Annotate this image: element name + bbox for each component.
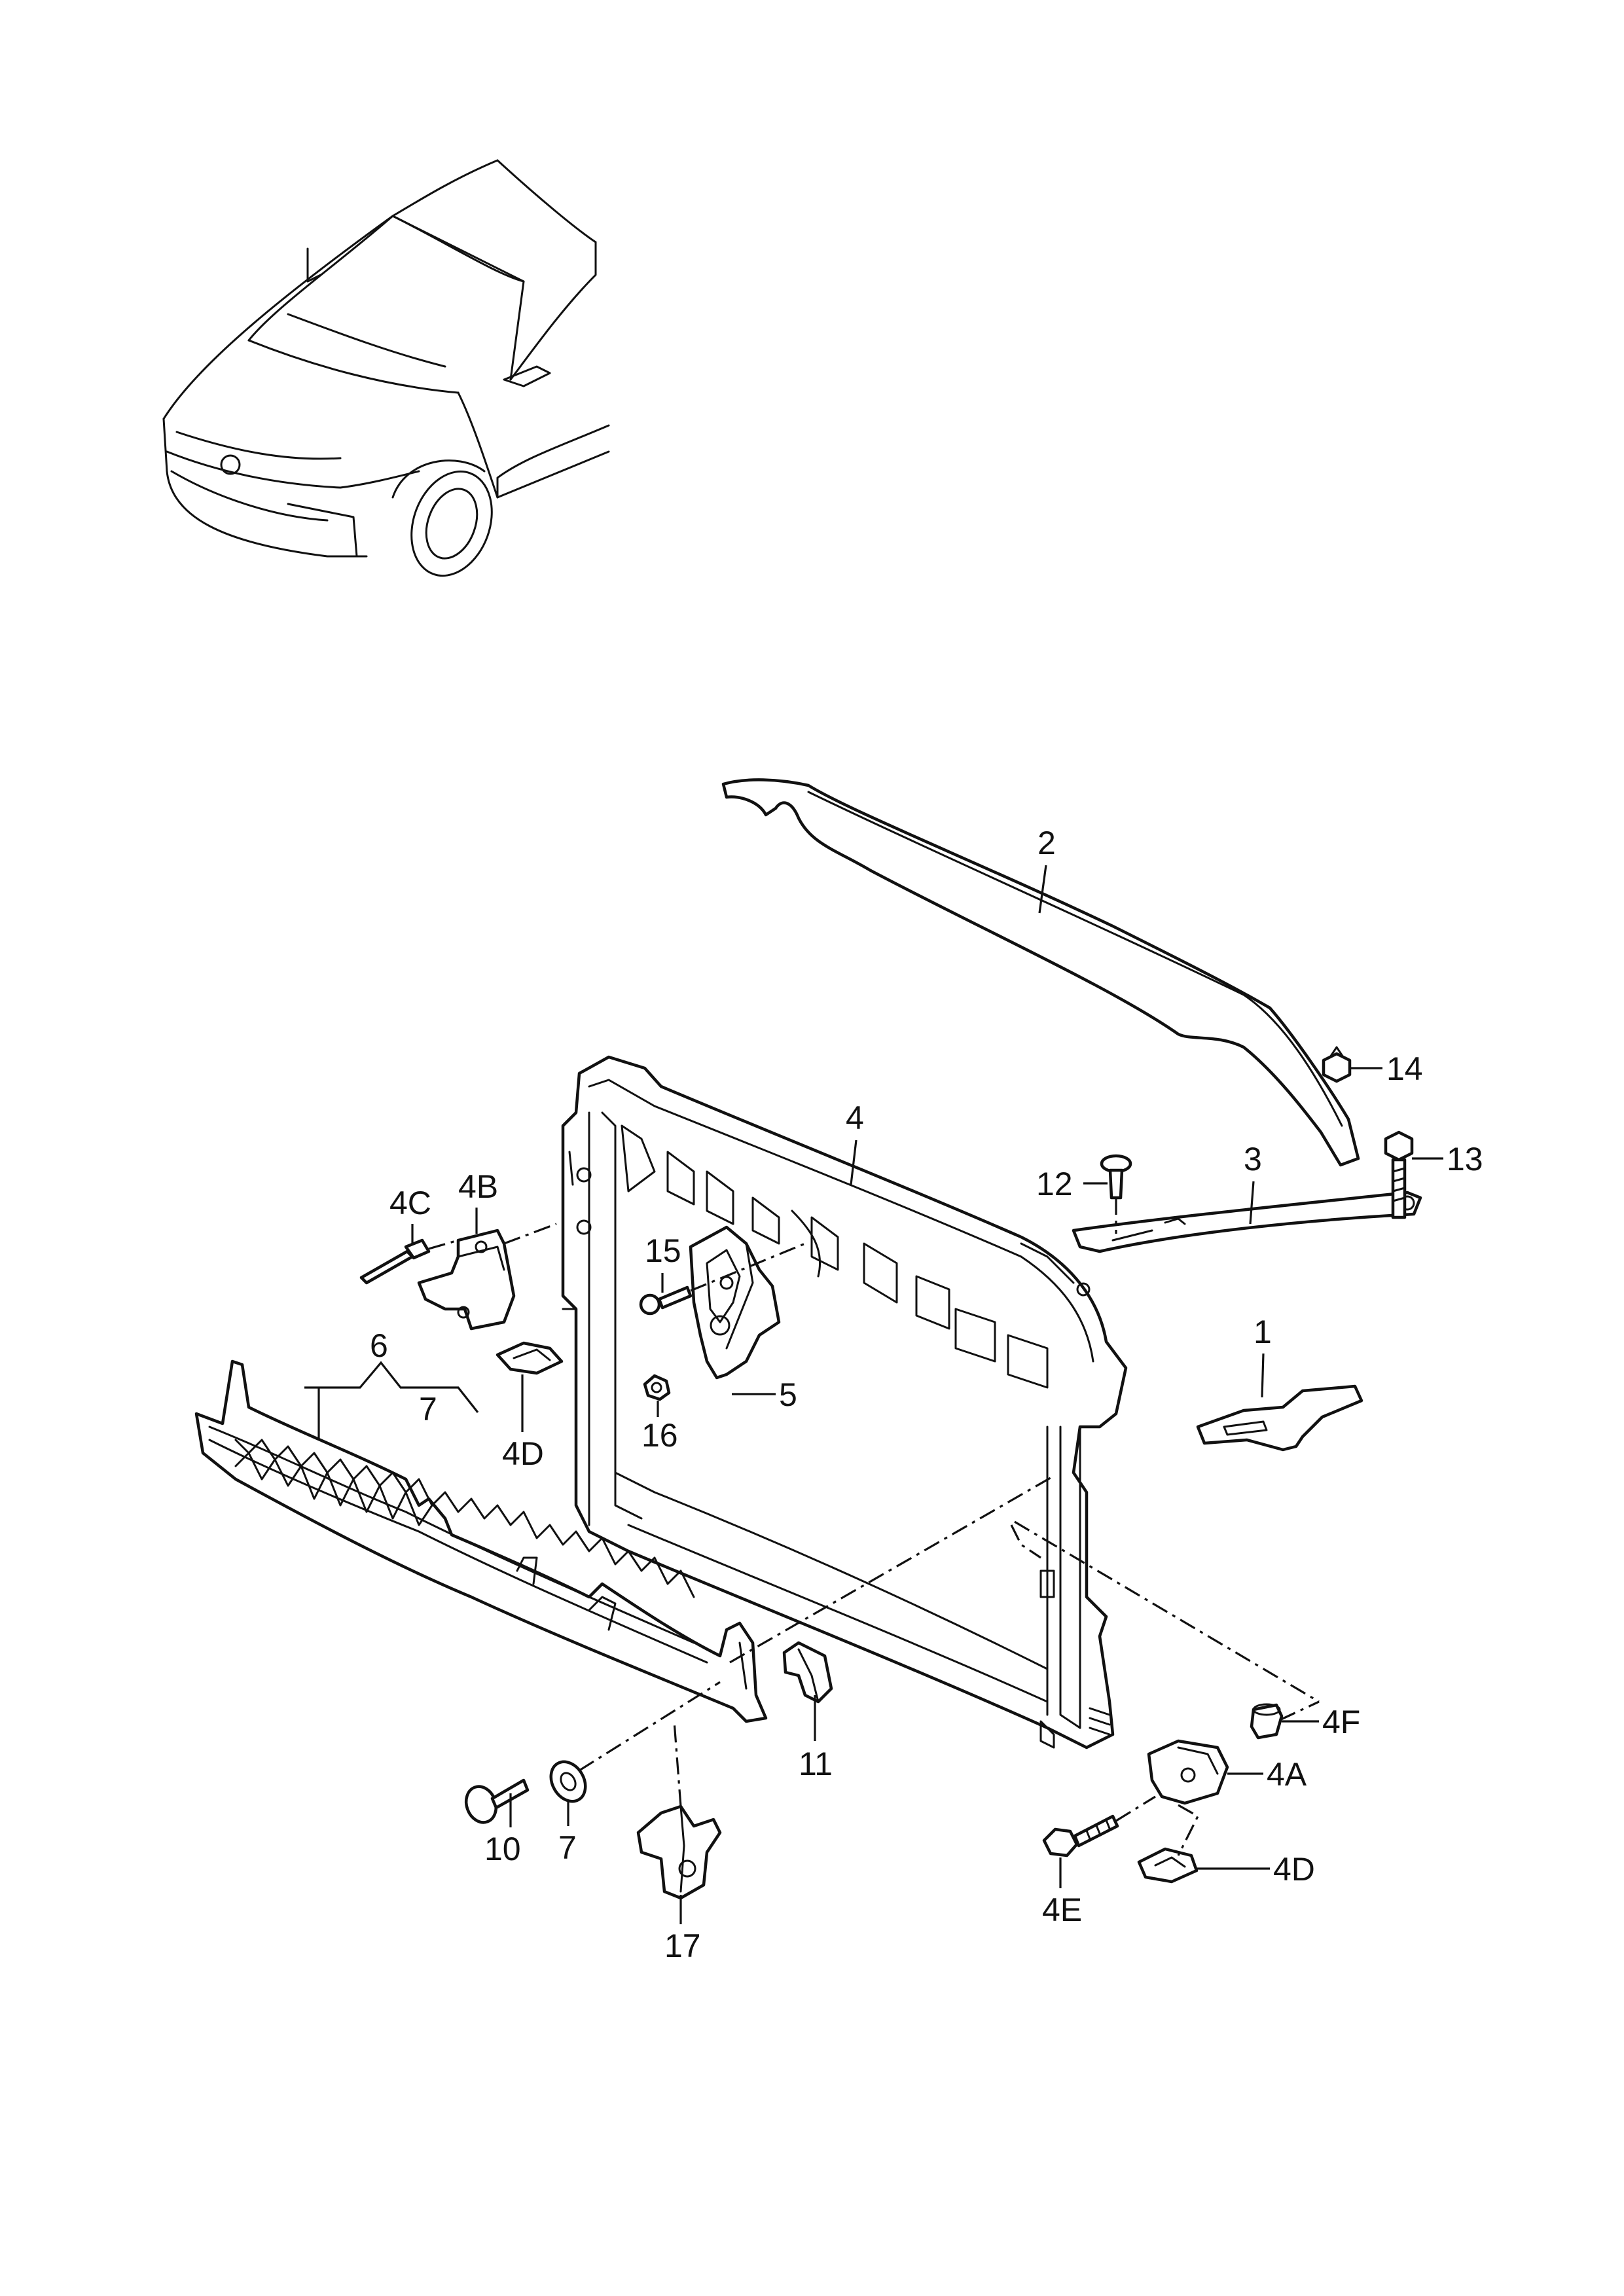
callout-5: 5 bbox=[779, 1376, 797, 1413]
alignment-line-4-to-hardware bbox=[1014, 1520, 1320, 1703]
part-4e-screw bbox=[1042, 1814, 1119, 1857]
part-4d-clip-right bbox=[1137, 1847, 1199, 1884]
callout-3: 3 bbox=[1244, 1141, 1262, 1177]
callout-labels: 2 14 4 13 3 12 4C 4B 15 1 6 5 7 16 4D 4F… bbox=[370, 825, 1483, 1964]
part-15-bolt bbox=[639, 1242, 806, 1316]
alignment-line-frame-down bbox=[1010, 1524, 1041, 1559]
callout-4c: 4C bbox=[389, 1185, 431, 1221]
callout-4b: 4B bbox=[458, 1168, 498, 1205]
callout-2: 2 bbox=[1038, 825, 1056, 861]
callout-17: 17 bbox=[664, 1928, 701, 1964]
part-1-bracket bbox=[1196, 1384, 1363, 1452]
part-5-bracket bbox=[689, 1225, 781, 1380]
callout-16: 16 bbox=[641, 1417, 678, 1454]
callout-4d-left: 4D bbox=[502, 1435, 544, 1472]
callout-4e: 4E bbox=[1042, 1892, 1082, 1928]
part-4d-clip-left bbox=[496, 1341, 564, 1375]
callout-14: 14 bbox=[1386, 1050, 1423, 1087]
part-4-lock-carrier bbox=[561, 1055, 1128, 1749]
callout-7-top: 7 bbox=[419, 1391, 437, 1427]
part-17-bracket bbox=[636, 1721, 722, 1900]
alignment-line-4d-right bbox=[1177, 1804, 1200, 1856]
part-6-bumper-carrier bbox=[194, 1359, 768, 1723]
callout-11: 11 bbox=[799, 1746, 833, 1782]
part-12-screw bbox=[1100, 1154, 1132, 1234]
part-10-bolt bbox=[464, 1778, 530, 1824]
part-4b-bracket bbox=[417, 1223, 557, 1331]
callout-4f: 4F bbox=[1322, 1704, 1360, 1740]
callout-15: 15 bbox=[645, 1232, 681, 1269]
alignment-line-4f bbox=[1279, 1700, 1320, 1721]
callout-10: 10 bbox=[484, 1831, 521, 1867]
callout-7-bottom: 7 bbox=[558, 1829, 577, 1866]
part-4a-plate bbox=[1147, 1739, 1229, 1805]
part-13-bolt bbox=[1384, 1130, 1414, 1219]
leader-lines bbox=[304, 865, 1443, 1924]
callout-4a: 4A bbox=[1267, 1756, 1307, 1793]
callout-6: 6 bbox=[370, 1327, 388, 1364]
callout-1: 1 bbox=[1254, 1314, 1272, 1350]
part-4c-pin bbox=[359, 1238, 459, 1285]
part-11-clip bbox=[782, 1641, 833, 1704]
callout-13: 13 bbox=[1447, 1141, 1483, 1177]
vehicle-location-icon bbox=[162, 159, 610, 577]
part-7-washer bbox=[549, 1681, 721, 1803]
part-14-nut bbox=[1322, 1046, 1352, 1083]
part-16-nut bbox=[643, 1374, 671, 1401]
callout-4d-right: 4D bbox=[1273, 1851, 1315, 1888]
part-2-upper-cross-member bbox=[721, 778, 1360, 1167]
callout-12: 12 bbox=[1036, 1166, 1073, 1202]
part-4f-rivet-nut bbox=[1250, 1703, 1284, 1740]
part-3-strut bbox=[1072, 1191, 1422, 1253]
callout-4: 4 bbox=[846, 1100, 864, 1136]
alignment-line-4e bbox=[1115, 1795, 1156, 1822]
